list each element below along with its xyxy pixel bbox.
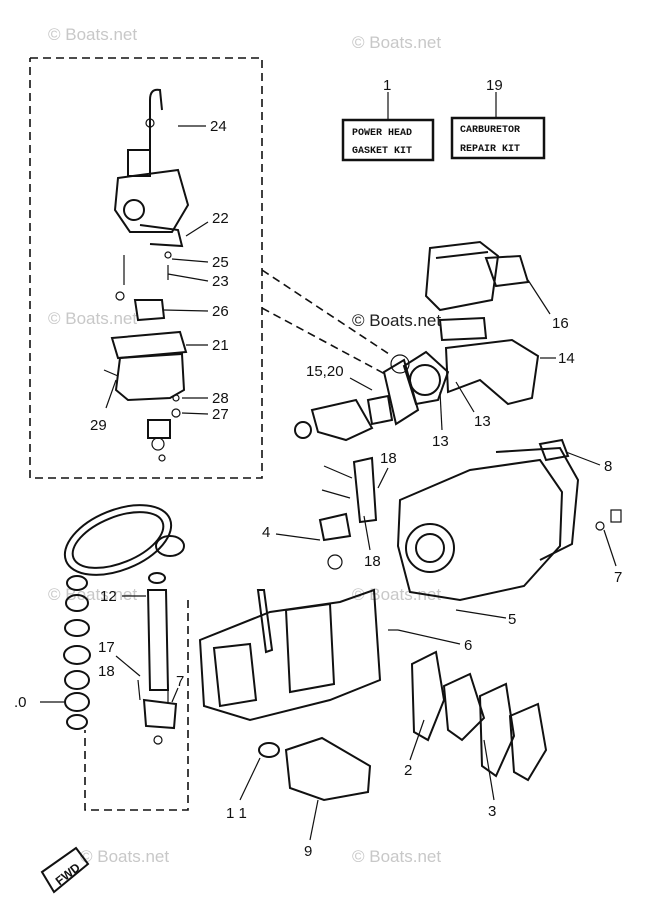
callout-3: 3 [488,803,496,820]
watermark-dark: © Boats.net [352,311,441,330]
callout-27: 27 [212,406,229,423]
callout-12: 12 [100,588,117,605]
watermark: © Boats.net [48,309,137,328]
callout-8: 8 [604,458,612,475]
callout-10: .0 [14,694,27,711]
watermark: © Boats.net [48,25,137,44]
watermark: © Boats.net [352,847,441,866]
callout-26: 26 [212,303,229,320]
crankshaft-parts [63,504,185,745]
callout-14: 14 [558,350,575,367]
kit-label-line2: REPAIR KIT [460,144,520,155]
gasket-plates [258,650,548,802]
callout-19: 19 [486,77,503,94]
callout-17: 17 [98,639,115,656]
callout-18: 18 [98,663,115,680]
watermark: © Boats.net [80,847,169,866]
callout-13: 13 [474,413,491,430]
callout-22: 22 [212,210,229,227]
fwd-label: FWD [53,860,83,888]
fwd-arrow: FWD [40,846,90,894]
callout-6: 6 [464,637,472,654]
callout-18: 18 [380,450,397,467]
callout-21: 21 [212,337,229,354]
watermark: © Boats.net [48,585,137,604]
cylinder-block [318,438,622,631]
callout-29: 29 [90,417,107,434]
intake-assembly [294,240,540,442]
callout-28: 28 [212,390,229,407]
callout-7: 7 [614,569,622,586]
callout-15-20: 15,20 [306,363,344,380]
callouts: 24 22 25 23 26 21 28 27 29 16 14 15,20 1… [14,118,622,860]
callout-1: 1 [383,77,391,94]
callout-5: 5 [508,611,516,628]
kit-power-head: 1 POWER HEAD GASKET KIT [341,77,435,162]
kit-label-line1: CARBURETOR [460,125,520,136]
callout-18: 18 [364,553,381,570]
callout-13: 13 [432,433,449,450]
callout-25: 25 [212,254,229,271]
carburetor-group-boundary [29,57,393,811]
callout-4: 4 [262,524,270,541]
watermark: © Boats.net [352,33,441,52]
carburetor-assembly [103,88,190,462]
callout-9: 9 [304,843,312,860]
callout-7: 7 [176,673,184,690]
crankcase [198,588,382,722]
callout-2: 2 [404,762,412,779]
kit-carburetor: 19 CARBURETOR REPAIR KIT [450,77,546,160]
callout-11: 1 1 [226,805,247,822]
kit-label-line1: POWER HEAD [352,128,412,139]
kit-label-line2: GASKET KIT [352,146,412,157]
callout-16: 16 [552,315,569,332]
watermarks: © Boats.net © Boats.net © Boats.net © Bo… [48,25,441,866]
callout-24: 24 [210,118,227,135]
callout-23: 23 [212,273,229,290]
